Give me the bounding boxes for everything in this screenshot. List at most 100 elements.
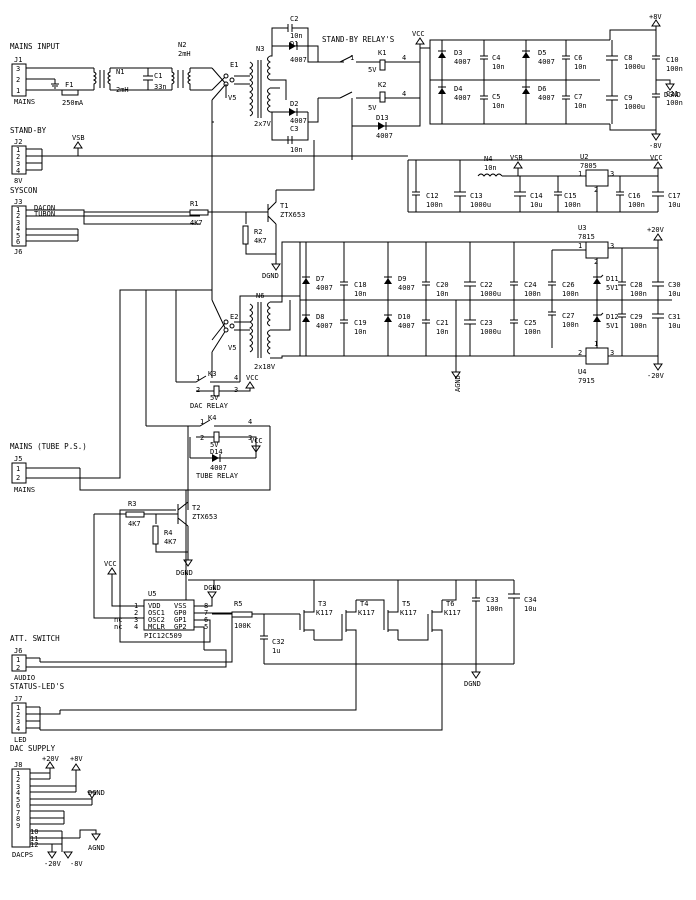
svg-text:F1: F1 xyxy=(65,81,73,89)
svg-text:100n: 100n xyxy=(524,290,541,298)
regulator-u4: 2 3 1 U4 7915 xyxy=(578,340,614,385)
svg-text:3: 3 xyxy=(234,386,238,394)
diode-d3: D3 4007 xyxy=(438,40,471,80)
svg-text:D9: D9 xyxy=(398,275,406,283)
capacitor-c11: C11 100n xyxy=(652,80,683,130)
svg-text:10n: 10n xyxy=(492,102,505,110)
svg-text:3: 3 xyxy=(248,434,252,442)
svg-text:C13: C13 xyxy=(470,192,483,200)
svg-text:E1: E1 xyxy=(230,61,238,69)
selector-e2: E2 V5 xyxy=(211,299,250,353)
svg-text:1000u: 1000u xyxy=(624,63,645,71)
svg-text:TUBE RELAY: TUBE RELAY xyxy=(196,472,239,480)
svg-text:J1: J1 xyxy=(14,56,22,64)
svg-text:4: 4 xyxy=(234,374,238,382)
svg-text:100K: 100K xyxy=(234,622,252,630)
plus-20v-j8: +20V xyxy=(42,755,60,769)
svg-text:V5: V5 xyxy=(228,344,236,352)
svg-text:D6: D6 xyxy=(538,85,546,93)
svg-text:J2: J2 xyxy=(14,138,22,146)
capacitor-c26: C26 100n xyxy=(548,250,579,300)
capacitor-c6: C6 10n xyxy=(562,40,587,80)
capacitor-c8: C8 1000u xyxy=(606,40,645,80)
svg-text:12: 12 xyxy=(30,841,38,849)
svg-text:1: 1 xyxy=(200,418,204,426)
svg-text:1: 1 xyxy=(350,54,354,62)
svg-text:100n: 100n xyxy=(564,201,581,209)
capacitor-c14: C14 10u xyxy=(514,176,543,212)
section-mains-tube: MAINS (TUBE P.S.) xyxy=(10,442,87,451)
svg-text:GP2: GP2 xyxy=(174,623,187,631)
svg-text:K117: K117 xyxy=(444,609,461,617)
svg-text:3: 3 xyxy=(610,349,614,357)
agnd-j8: AGND xyxy=(88,833,105,852)
choke-n4: N4 10n xyxy=(477,155,503,177)
svg-text:3: 3 xyxy=(16,718,20,726)
agnd-main: AGND xyxy=(451,371,462,392)
svg-text:2: 2 xyxy=(134,609,138,617)
resistor-r3: R3 4K7 xyxy=(125,500,145,528)
section-status-leds: STATUS-LED'S xyxy=(10,682,65,691)
svg-text:100n: 100n xyxy=(666,65,683,73)
resistor-r2: R2 4K7 xyxy=(242,225,267,245)
svg-text:R5: R5 xyxy=(234,600,242,608)
svg-text:C25: C25 xyxy=(524,319,537,327)
svg-text:4007: 4007 xyxy=(376,132,393,140)
svg-text:10n: 10n xyxy=(436,290,449,298)
dgnd-u5: DGND xyxy=(204,584,221,599)
relay-k4: K4 1 4 2 3 5V VCC xyxy=(188,414,270,453)
svg-text:100n: 100n xyxy=(628,201,645,209)
svg-text:10u: 10u xyxy=(524,605,537,613)
vsb-n4: VSB xyxy=(510,154,523,176)
svg-text:AGND: AGND xyxy=(454,375,462,392)
svg-text:C6: C6 xyxy=(574,54,582,62)
svg-text:D12: D12 xyxy=(606,313,619,321)
capacitor-c1: C1 33n xyxy=(143,68,167,91)
diode-d4: D4 4007 xyxy=(438,80,471,124)
diode-d13: D13 4007 xyxy=(352,98,421,140)
svg-text:E2: E2 xyxy=(230,313,238,321)
svg-text:VCC: VCC xyxy=(104,560,117,568)
svg-text:D8: D8 xyxy=(316,313,324,321)
svg-text:1: 1 xyxy=(594,340,598,348)
svg-text:T6: T6 xyxy=(446,600,454,608)
svg-text:1: 1 xyxy=(16,87,20,95)
svg-text:V5: V5 xyxy=(228,94,236,102)
earth-icon xyxy=(51,79,59,89)
svg-text:C8: C8 xyxy=(624,54,632,62)
svg-text:4: 4 xyxy=(16,789,20,797)
svg-text:GP0: GP0 xyxy=(174,609,187,617)
svg-text:-20V: -20V xyxy=(647,372,665,380)
svg-text:ZTX653: ZTX653 xyxy=(280,211,305,219)
capacitor-c12: C12 100n xyxy=(412,160,443,212)
svg-text:4K7: 4K7 xyxy=(254,237,267,245)
svg-text:R4: R4 xyxy=(164,529,172,537)
svg-text:4: 4 xyxy=(16,167,20,175)
connector-j8: J8 1 2 3 4 5 6 7 8 9 10 11 12 DACPS xyxy=(11,761,38,859)
svg-text:3: 3 xyxy=(134,616,138,624)
svg-text:C22: C22 xyxy=(480,281,493,289)
svg-text:100n: 100n xyxy=(630,290,647,298)
svg-text:4007: 4007 xyxy=(398,284,415,292)
svg-text:C20: C20 xyxy=(436,281,449,289)
svg-text:10u: 10u xyxy=(668,290,681,298)
svg-text:R1: R1 xyxy=(190,200,198,208)
svg-text:1000u: 1000u xyxy=(624,103,645,111)
svg-text:VDD: VDD xyxy=(148,602,161,610)
svg-text:D11: D11 xyxy=(606,275,619,283)
vsb-j2: VSB xyxy=(72,134,85,156)
svg-text:VSB: VSB xyxy=(510,154,523,162)
svg-text:J3: J3 xyxy=(14,198,22,206)
fet-t6: T6 K117 xyxy=(427,600,461,640)
svg-text:D1: D1 xyxy=(290,40,298,48)
svg-text:4007: 4007 xyxy=(454,94,471,102)
svg-text:N3: N3 xyxy=(256,45,264,53)
capacitor-c16: C16 100n xyxy=(616,176,645,212)
svg-text:C28: C28 xyxy=(630,281,643,289)
svg-text:C23: C23 xyxy=(480,319,493,327)
svg-text:+8V: +8V xyxy=(70,755,83,763)
svg-text:C31: C31 xyxy=(668,313,681,321)
svg-text:nc: nc xyxy=(114,623,122,631)
capacitor-c5: C5 10n xyxy=(480,80,505,124)
svg-text:3: 3 xyxy=(16,783,20,791)
